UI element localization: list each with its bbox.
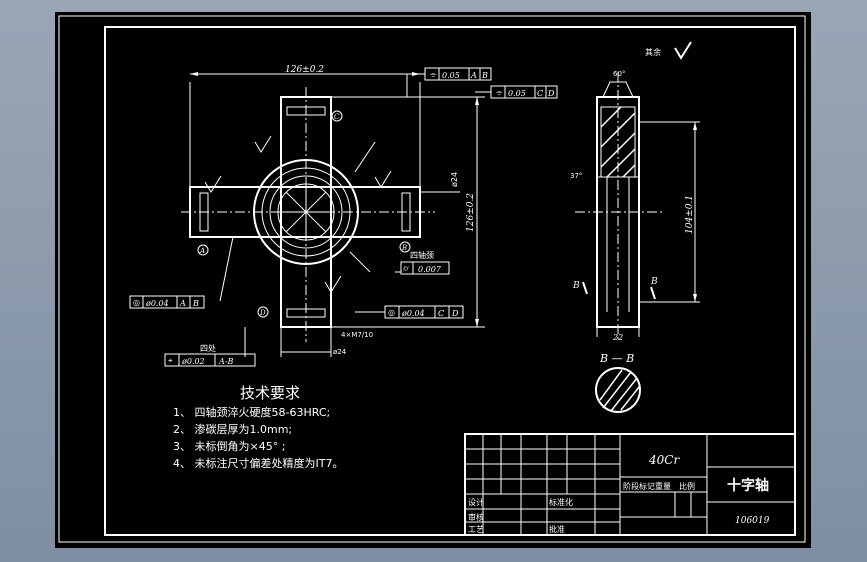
material-label: 40Cr — [648, 453, 680, 467]
svg-text:比例: 比例 — [679, 481, 695, 491]
svg-text:ø0.04: ø0.04 — [145, 299, 169, 308]
technical-requirements: 技术要求 1、 四轴颈淬火硬度58-63HRC; 2、 渗碳层厚为1.0mm; … — [173, 384, 343, 470]
svg-text:A-B: A-B — [218, 357, 233, 366]
svg-text:阶段标记: 阶段标记 — [623, 481, 655, 491]
svg-text:批准: 批准 — [549, 524, 565, 534]
tolerance-frame-left: ◎ ø0.04 A B — [129, 236, 234, 309]
dia-bottom: ø24 — [333, 348, 347, 356]
svg-text:D: D — [451, 309, 459, 318]
svg-text:工艺: 工艺 — [468, 525, 484, 534]
svg-text:四轴颈: 四轴颈 — [410, 250, 434, 260]
tolerance-frame-top: ⌯ 0.05 A B — [406, 67, 492, 97]
svg-text:B: B — [481, 71, 488, 80]
svg-text:A: A — [470, 71, 477, 80]
tolerance-frame-bottom: 四处 ⌖ ø0.02 A-B — [164, 327, 256, 367]
svg-text:A: A — [179, 299, 186, 308]
roughness-label: 其余 — [645, 47, 661, 57]
svg-text:审核: 审核 — [468, 512, 484, 522]
svg-text:设计: 设计 — [468, 497, 484, 507]
title-block: 设计 审核 工艺 标准化 批准 阶段标记 重量 比例 40Cr 十字轴 1060… — [464, 433, 796, 536]
svg-text:D: D — [547, 89, 555, 98]
svg-text:标准化: 标准化 — [549, 497, 573, 507]
svg-text:ø0.02: ø0.02 — [181, 357, 205, 366]
svg-text:⌯: ⌯ — [430, 70, 437, 79]
dim-top: 126±0.2 — [285, 65, 324, 75]
dim-right: 126±0.2 — [466, 193, 476, 232]
side-view: 60° 37° 104±0.1 22 B B B — B 其余 — [570, 41, 700, 413]
tolerance-frame-top2: ⌯ 0.05 C D — [475, 85, 558, 99]
svg-text:C: C — [537, 89, 543, 98]
svg-text:A: A — [199, 247, 205, 255]
svg-text:重量: 重量 — [655, 481, 671, 491]
dim-width: 22 — [612, 333, 623, 342]
svg-text:◎: ◎ — [388, 308, 395, 317]
thread-label: 4×M7/10 — [341, 331, 373, 339]
requirement-1: 1、 四轴颈淬火硬度58-63HRC; — [173, 405, 330, 419]
svg-text:B: B — [572, 281, 580, 291]
roughness-symbol — [674, 41, 692, 60]
requirement-3: 3、 未标倒角为×45° ; — [173, 439, 285, 453]
drawing-sheet: 126±0.2 126±0.2 ø24 ⌯ 0.05 A B ⌯ 0.05 C — [55, 12, 811, 548]
svg-text:B: B — [401, 244, 407, 252]
outer-border — [58, 15, 806, 543]
svg-text:C: C — [438, 309, 444, 318]
section-circle — [595, 367, 641, 413]
svg-text:B: B — [192, 299, 199, 308]
requirements-title: 技术要求 — [240, 384, 300, 402]
svg-text:ø0.04: ø0.04 — [401, 309, 425, 318]
drawing-number: 106019 — [735, 516, 770, 526]
section-label: B — B — [599, 352, 634, 365]
svg-text:◎: ◎ — [133, 298, 140, 307]
svg-text:0.05: 0.05 — [442, 71, 460, 80]
dia-label: ø24 — [450, 172, 459, 187]
tolerance-frame-mid: 四轴颈 ⌭ 0.007 — [395, 250, 450, 275]
svg-text:D: D — [259, 309, 266, 317]
main-view: 126±0.2 126±0.2 ø24 ⌯ 0.05 A B ⌯ 0.05 C — [129, 65, 558, 367]
svg-text:B: B — [650, 277, 658, 287]
dim-side: 104±0.1 — [685, 195, 695, 234]
part-name: 十字轴 — [727, 477, 769, 494]
svg-text:⌭: ⌭ — [403, 264, 409, 273]
svg-text:C: C — [334, 113, 340, 121]
angle-top: 60° — [613, 70, 625, 78]
angle-side: 37° — [570, 172, 582, 180]
svg-text:⌖: ⌖ — [168, 356, 173, 365]
tolerance-frame-right: ◎ ø0.04 C D — [355, 305, 464, 319]
svg-text:四处: 四处 — [200, 343, 216, 353]
requirement-4: 4、 未标注尺寸偏差处精度为IT7。 — [173, 456, 343, 470]
svg-text:⌯: ⌯ — [496, 88, 503, 97]
svg-text:0.05: 0.05 — [508, 89, 526, 98]
requirement-2: 2、 渗碳层厚为1.0mm; — [173, 422, 292, 436]
svg-text:0.007: 0.007 — [418, 265, 442, 274]
cad-drawing: 126±0.2 126±0.2 ø24 ⌯ 0.05 A B ⌯ 0.05 C — [58, 15, 806, 543]
